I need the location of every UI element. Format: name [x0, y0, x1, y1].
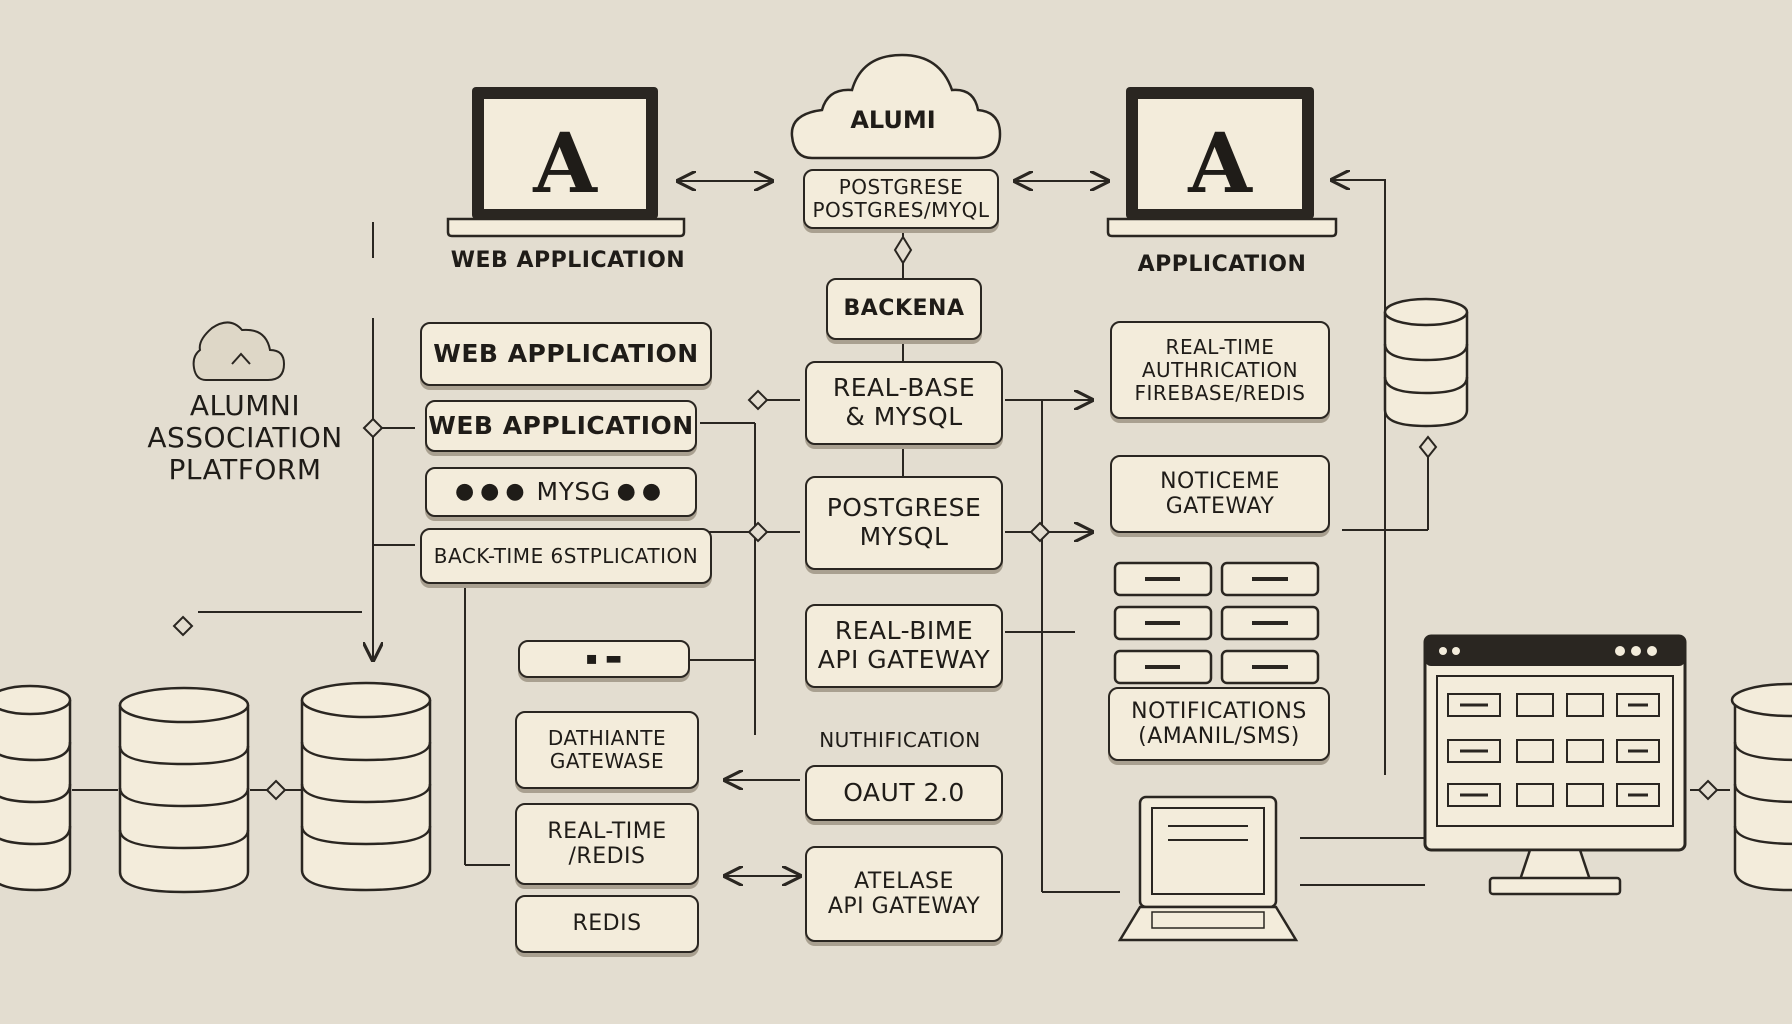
diamond-connector	[1418, 435, 1438, 459]
box-line: NOTICEME	[1160, 468, 1280, 494]
platform-title-line: PLATFORM	[168, 453, 322, 487]
box-line: (AMANIL/SMS)	[1138, 724, 1300, 749]
box-line: POSTGRES/MYQL	[812, 198, 990, 222]
web-application-box-1[interactable]: WEB APPLICATION	[420, 322, 712, 386]
diamond-connector	[1029, 521, 1051, 543]
box-line: & MYSQL	[845, 402, 963, 431]
box-line: REAL-TIME	[1165, 334, 1275, 359]
postgres-box[interactable]: POSTGRESE POSTGRES/MYQL	[803, 169, 999, 229]
database-icon	[0, 684, 72, 892]
laptop-icon: A	[446, 87, 686, 238]
web-application-box-2[interactable]: WEB APPLICATION	[425, 400, 697, 452]
realtime-redis-box[interactable]: REAL-TIME /REDIS	[515, 803, 699, 885]
box-line: OAUT 2.0	[843, 777, 965, 807]
slider-bar-box[interactable]: ▪ ▬	[518, 640, 690, 678]
cloud-label: ALUMI	[850, 106, 935, 134]
mysql-bar-box[interactable]: ●●● MYSG ●●	[425, 467, 697, 517]
box-line: FIREBASE/REDIS	[1134, 380, 1306, 405]
box-line: REAL-BIME	[834, 616, 974, 646]
box-line: POSTGRESE	[826, 493, 982, 523]
oauth-box[interactable]: OAUT 2.0	[805, 765, 1003, 821]
notification-label: NUTHIFICATION	[819, 728, 981, 752]
laptop-icon: A	[1106, 87, 1338, 238]
stack-pill-marks	[1145, 577, 1288, 669]
back-time-box[interactable]: BACK-TIME 6STPLICATION	[420, 528, 712, 584]
application-caption: APPLICATION	[1137, 252, 1307, 277]
realtime-auth-box[interactable]: REAL-TIME AUTHRICATION FIREBASE/REDIS	[1110, 321, 1330, 419]
desktop-monitor-icon	[1423, 634, 1687, 896]
box-line: WEB APPLICATION	[433, 338, 699, 368]
diamond-connectors	[172, 235, 1719, 801]
diamond-connector	[1697, 779, 1719, 801]
small-laptop-icon	[1117, 795, 1299, 942]
cloud-icon: ALUMI	[790, 53, 1002, 160]
platform-title-line: ASSOCIATION	[147, 421, 343, 455]
web-application-caption: WEB APPLICATION	[450, 248, 686, 273]
box-line: /REDIS	[568, 844, 646, 869]
database-icon	[1383, 297, 1469, 428]
box-line: MYSQL	[859, 522, 949, 551]
platform-title: ALUMNI ASSOCIATION PLATFORM	[120, 389, 370, 487]
api-gateway-box[interactable]: REAL-BIME API GATEWAY	[805, 604, 1003, 688]
box-line: REDIS	[572, 911, 642, 937]
diamond-connector	[747, 389, 769, 411]
diamond-connector	[893, 235, 913, 265]
notifications-box[interactable]: NOTIFICATIONS (AMANIL/SMS)	[1108, 687, 1330, 761]
box-line: BACKENA	[843, 296, 965, 322]
postgres-mysql-box[interactable]: POSTGRESE MYSQL	[805, 476, 1003, 570]
atlas-api-gateway-box[interactable]: ATELASE API GATEWAY	[805, 846, 1003, 942]
diamond-connector	[172, 615, 194, 637]
box-line: GATEWAY	[1165, 494, 1275, 519]
box-line: ATELASE	[854, 868, 954, 894]
redis-box[interactable]: REDIS	[515, 895, 699, 953]
box-line: BACK-TIME 6STPLICATION	[433, 543, 699, 568]
box-line: MYSG	[536, 476, 611, 506]
diamond-connector	[265, 779, 287, 801]
box-line: API GATEWAY	[827, 894, 981, 919]
box-line: AUTHRICATION	[1141, 357, 1299, 382]
box-line: DATHIANTE	[547, 726, 667, 750]
laptop-letter: A	[532, 116, 598, 212]
box-line: WEB APPLICATION	[428, 410, 694, 440]
box-line: GATEWASE	[549, 749, 665, 773]
backend-box[interactable]: BACKENA	[826, 278, 982, 340]
box-line: NOTIFICATIONS	[1131, 698, 1307, 724]
small-cloud-icon	[192, 321, 286, 381]
diamond-connector	[747, 521, 769, 543]
database-icon	[300, 681, 432, 892]
database-icon	[1730, 682, 1792, 892]
slider-marks: ▪ ▬	[585, 647, 623, 669]
laptop-letter: A	[1187, 116, 1253, 212]
box-line: REAL-BASE	[832, 373, 976, 403]
dots-icon: ●●	[616, 479, 668, 505]
diamond-connector	[362, 417, 384, 439]
dathante-gateway-box[interactable]: DATHIANTE GATEWASE	[515, 711, 699, 789]
realbase-mysql-box[interactable]: REAL-BASE & MYSQL	[805, 361, 1003, 445]
database-icon	[118, 686, 250, 894]
notice-gateway-box[interactable]: NOTICEME GATEWAY	[1110, 455, 1330, 533]
box-line: REAL-TIME	[547, 818, 667, 844]
box-line: API GATEWAY	[817, 645, 991, 674]
box-line: POSTGRESE	[838, 175, 964, 199]
platform-title-line: ALUMNI	[189, 389, 301, 422]
dots-icon: ●●●	[454, 479, 531, 505]
